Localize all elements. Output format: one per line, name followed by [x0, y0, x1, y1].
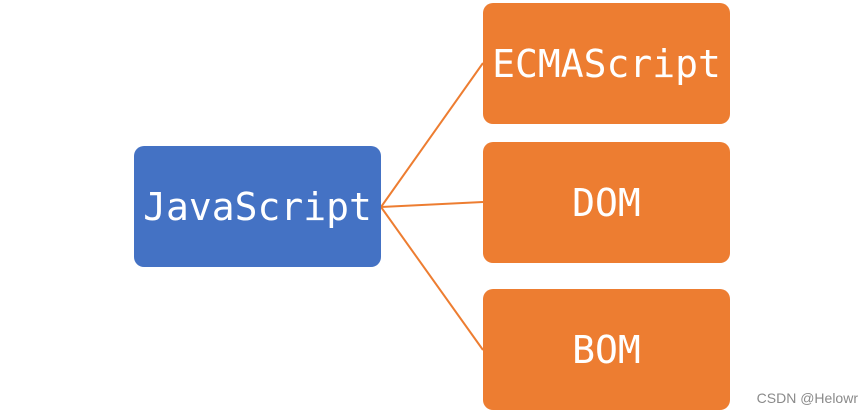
- ecmascript-node-label: ECMAScript: [492, 41, 721, 86]
- connector-dom: [380, 201, 484, 208]
- connector-bom: [380, 206, 484, 351]
- ecmascript-node: ECMAScript: [483, 3, 730, 124]
- dom-node-label: DOM: [572, 180, 641, 225]
- bom-node-label: BOM: [572, 327, 641, 372]
- javascript-node: JavaScript: [134, 146, 381, 267]
- connector-ecmascript: [380, 62, 484, 208]
- dom-node: DOM: [483, 142, 730, 263]
- watermark: CSDN @Helowr: [756, 390, 858, 406]
- javascript-node-label: JavaScript: [143, 184, 372, 229]
- bom-node: BOM: [483, 289, 730, 410]
